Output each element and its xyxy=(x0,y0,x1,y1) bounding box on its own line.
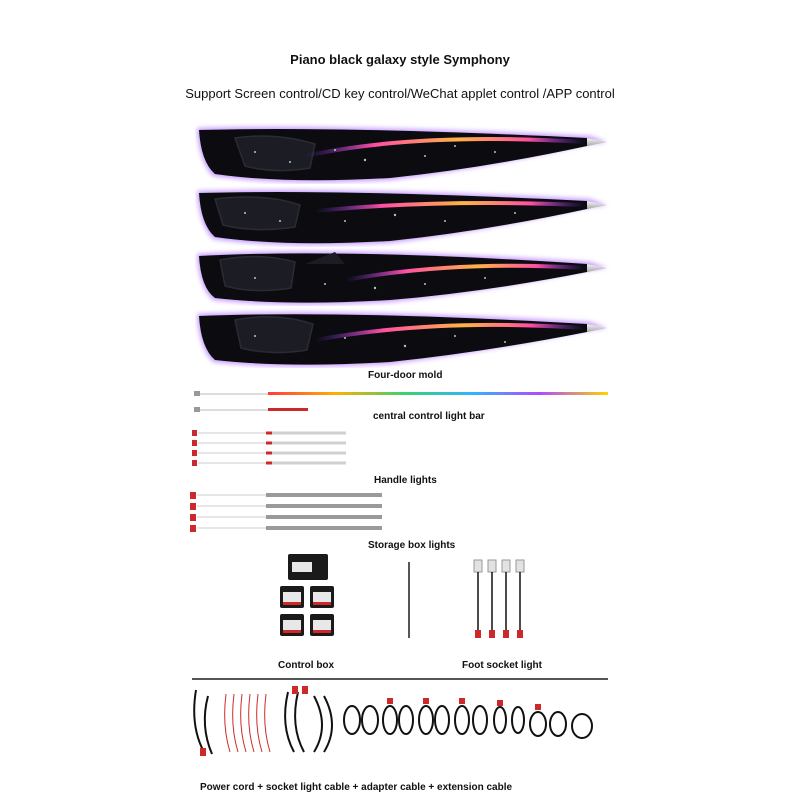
four-door-mold-label: Four-door mold xyxy=(368,370,443,381)
vertical-divider xyxy=(408,562,410,638)
handle-lights-group xyxy=(190,428,350,468)
control-box-group xyxy=(278,552,338,642)
foot-socket-light-label: Foot socket light xyxy=(462,660,542,671)
cables-label: Power cord + socket light cable + adapte… xyxy=(200,782,513,793)
door-panel-4 xyxy=(195,306,610,368)
page-subtitle: Support Screen control/CD key control/We… xyxy=(185,86,615,101)
horizontal-divider xyxy=(192,678,608,680)
central-light-bar-group xyxy=(192,386,612,416)
storage-box-lights-group xyxy=(188,490,388,534)
storage-box-lights-label: Storage box lights xyxy=(368,540,456,551)
cables-group xyxy=(190,686,610,758)
door-panel-1 xyxy=(195,122,610,184)
handle-lights-label: Handle lights xyxy=(374,475,437,486)
page-title: Piano black galaxy style Symphony xyxy=(290,52,510,67)
door-panel-3 xyxy=(195,244,610,306)
foot-socket-light-group xyxy=(470,558,530,642)
central-light-bar-label: central control light bar xyxy=(373,411,485,422)
control-box-label: Control box xyxy=(278,660,335,671)
door-panel-2 xyxy=(195,185,610,247)
